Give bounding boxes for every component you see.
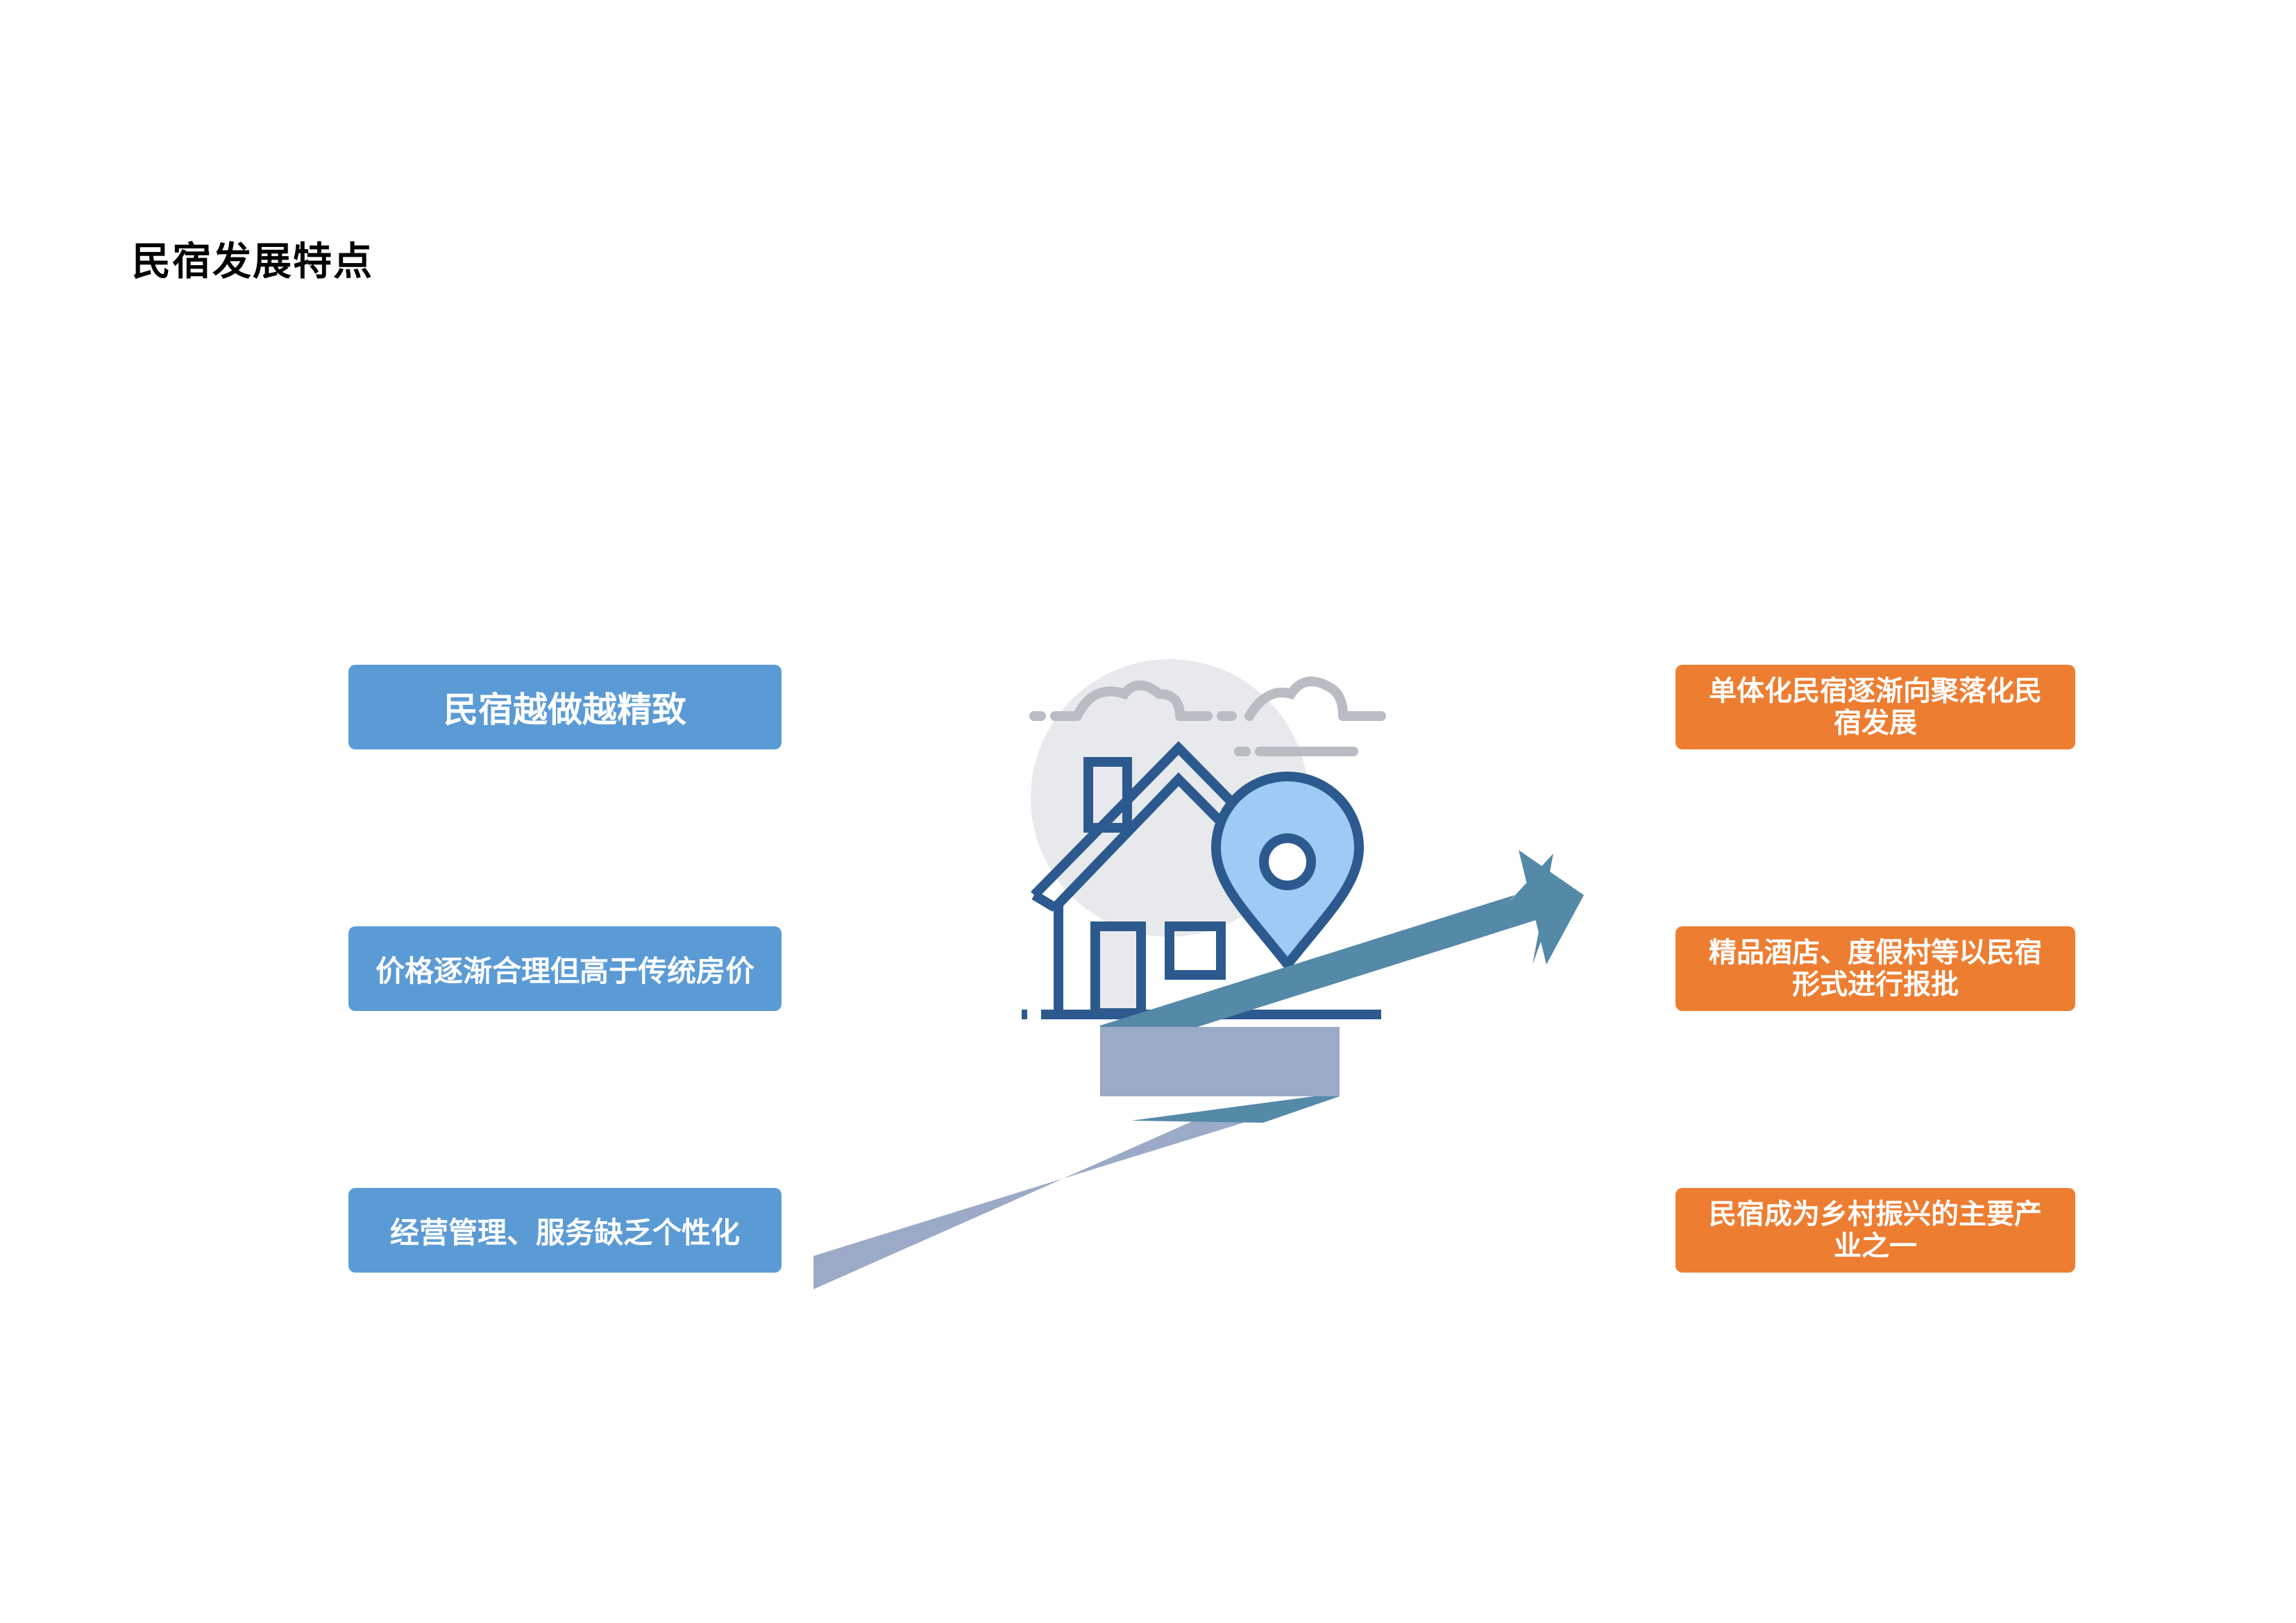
dash-line-icon: [1029, 711, 1386, 756]
cloud-icon: [1072, 677, 1348, 721]
right-item-2: 精品酒店、度假村等以民宿形式进行报批: [1675, 926, 2075, 1011]
right-item-1: 单体化民宿逐渐向聚落化民宿发展: [1675, 665, 2075, 749]
left-item-2: 价格逐渐合理但高于传统房价: [348, 926, 782, 1011]
left-item-1: 民宿越做越精致: [348, 665, 782, 749]
page-title: 民宿发展特点: [132, 239, 373, 284]
house-icon: [1031, 741, 1260, 1018]
growth-arrow-icon: [813, 850, 1584, 1289]
right-item-3: 民宿成为乡村振兴的主要产业之一: [1675, 1188, 2075, 1273]
background-circle: [1031, 659, 1308, 937]
left-item-3: 经营管理、服务缺乏个性化: [348, 1188, 782, 1273]
location-pin-icon: [1210, 772, 1365, 973]
